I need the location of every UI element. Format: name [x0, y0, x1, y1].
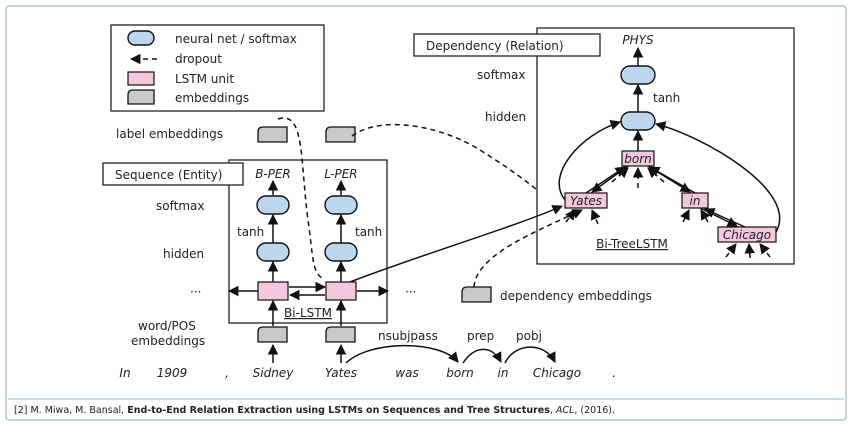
tree-node-chicago: [717, 226, 777, 243]
word: .: [612, 366, 616, 380]
arc-prep-label: prep: [467, 329, 494, 343]
citation-prefix: [2] M. Miwa, M. Bansal,: [14, 405, 127, 416]
citation: [2] M. Miwa, M. Bansal, End-to-End Relat…: [14, 405, 615, 416]
arc-pobj: [504, 346, 556, 364]
arc-nsubjpass: [345, 344, 459, 364]
seq-tanh-1: tanh: [237, 225, 264, 239]
tree-node-born-label: born: [624, 152, 652, 166]
label-emb-feedback-1: [277, 117, 323, 279]
legend-embeddings-icon: [127, 89, 155, 105]
seq-ellipsis-left: ···: [190, 285, 201, 299]
legend-lstm-label: LSTM unit: [175, 72, 234, 86]
citation-title: End-to-End Relation Extraction using LST…: [127, 405, 550, 416]
sequence-title-box: [102, 162, 244, 186]
dep-tanh-label: tanh: [653, 91, 680, 105]
dep-softmax-unit: [620, 65, 656, 85]
bi-lstm-box: [228, 159, 388, 324]
dependency-embeddings-label: dependency embeddings: [500, 289, 652, 303]
label-embedding-2: [325, 126, 356, 143]
arc-pobj-label: pobj: [516, 329, 542, 343]
legend-lstm-icon: [127, 71, 155, 86]
word: Chicago: [533, 366, 581, 380]
arc-prep: [462, 348, 502, 364]
word-embedding-1: [257, 326, 288, 343]
dep-softmax-label: softmax: [477, 68, 525, 82]
lstm-unit-2: [325, 281, 357, 301]
phys-output: PHYS: [622, 33, 654, 47]
legend: neural net / softmax dropout LSTM unit e…: [110, 24, 325, 112]
seq-hidden-label: hidden: [163, 247, 204, 261]
tree-node-yates-label: Yates: [570, 194, 602, 208]
seq-hidden-unit-1: [256, 242, 290, 262]
word: was: [395, 366, 418, 380]
word-pos-label-2: embeddings: [131, 334, 205, 348]
word: in: [498, 366, 509, 380]
seq-softmax-unit-1: [256, 195, 290, 215]
word-embedding-2: [325, 326, 356, 343]
word: born: [446, 366, 474, 380]
word: ,: [225, 366, 229, 380]
word: Sidney: [253, 366, 295, 380]
word: Yates: [325, 366, 357, 380]
bi-treelstm-label: Bi-TreeLSTM: [596, 237, 668, 251]
seq-softmax-label: softmax: [156, 199, 204, 213]
dependency-title: Dependency (Relation): [426, 39, 564, 53]
seq-ellipsis-right: ···: [405, 285, 416, 299]
dep-hidden-label: hidden: [485, 110, 526, 124]
dependency-title-box: [413, 33, 601, 57]
sequence-layer: Sequence (Entity) label embeddings softm…: [102, 117, 564, 363]
word-pos-label-1: word/POS: [138, 319, 196, 333]
citation-sep: ,: [550, 405, 556, 416]
tree-node-chicago-label: Chicago: [723, 228, 771, 242]
lstm-to-tree-link: [349, 205, 563, 283]
citation-suffix: , (2016).: [574, 405, 615, 416]
word: 1909: [157, 366, 188, 380]
tag-b-per: B-PER: [255, 167, 291, 181]
legend-nn-icon: [127, 30, 155, 46]
label-embedding-1: [257, 126, 288, 143]
sequence-title: Sequence (Entity): [115, 168, 222, 182]
tree-node-in-label: in: [690, 194, 701, 208]
legend-embeddings-label: embeddings: [175, 91, 249, 105]
tag-l-per: L-PER: [324, 167, 357, 181]
arc-nsubjpass-label: nsubjpass: [378, 329, 438, 343]
word: In: [119, 366, 130, 380]
bi-lstm-label: Bi-LSTM: [284, 306, 332, 320]
label-embeddings-label: label embeddings: [116, 127, 223, 141]
seq-softmax-unit-2: [324, 195, 358, 215]
lstm-unit-1: [257, 281, 289, 301]
dependency-embedding: [461, 286, 492, 303]
seq-tanh-2: tanh: [355, 225, 382, 239]
citation-venue: ACL: [555, 405, 574, 416]
sentence: In 1909 , Sidney Yates was born in Chica…: [119, 329, 615, 380]
legend-dropout-label: dropout: [175, 52, 222, 66]
dep-emb-to-tree: [473, 209, 583, 288]
dep-hidden-unit: [620, 111, 656, 131]
legend-nn-label: neural net / softmax: [175, 32, 297, 46]
dependency-layer: Dependency (Relation) PHYS softmax hidde…: [349, 27, 795, 303]
seq-hidden-unit-2: [324, 242, 358, 262]
